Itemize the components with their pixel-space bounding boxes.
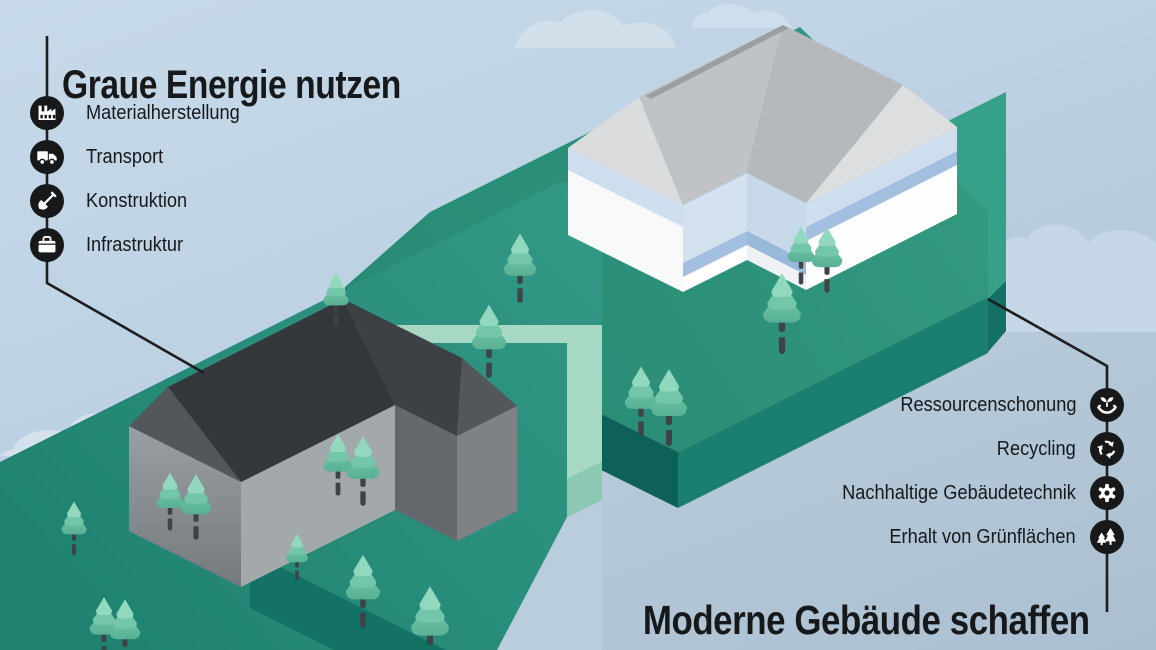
- item-label: Nachhaltige Gebäudetechnik: [842, 481, 1076, 504]
- old-building-roof-front-right: [343, 299, 462, 436]
- modern-roof-front-right: [747, 25, 903, 203]
- upper-terrace-side: [988, 281, 1006, 352]
- pine-trees-icon: [1090, 520, 1124, 554]
- item-label: Materialherstellung: [86, 101, 240, 124]
- modern-glass-courtyard-back: [747, 173, 806, 261]
- hands-plant-icon: [1090, 388, 1124, 422]
- modern-band-end-right: [806, 151, 957, 241]
- modern-band-courtyard-back: [747, 231, 806, 275]
- list-item-recycling: Recycling: [989, 432, 1124, 466]
- modern-terrace-side-front: [678, 297, 988, 508]
- modern-roof-ridge-cap: [645, 25, 789, 99]
- item-label: Konstruktion: [86, 189, 188, 212]
- recycling-icon: [1090, 432, 1124, 466]
- cloud-top-right: [692, 3, 792, 29]
- item-label: Erhalt von Grünflächen: [889, 525, 1076, 548]
- old-building: [129, 299, 517, 587]
- modern-buildings-title: Moderne Gebäude schaffen: [643, 597, 1090, 644]
- modern-roof-front-left: [639, 25, 783, 205]
- list-item-transport: Transport: [30, 140, 171, 174]
- old-building-wall-end-right: [457, 406, 517, 541]
- list-item-materialherstellung: Materialherstellung: [30, 96, 255, 130]
- cloud-top-center: [514, 10, 676, 49]
- item-label: Infrastruktur: [86, 233, 184, 256]
- list-item-ressourcenschonung: Ressourcenschonung: [883, 388, 1124, 422]
- old-terrace-step: [250, 552, 446, 650]
- modern-roof-hip-left: [568, 97, 683, 205]
- item-label: Recycling: [997, 437, 1076, 460]
- old-building-roof-front-left: [168, 299, 395, 482]
- factory-icon: [30, 96, 64, 130]
- briefcase-icon: [30, 228, 64, 262]
- shovel-icon: [30, 184, 64, 218]
- list-item-konstruktion: Konstruktion: [30, 184, 197, 218]
- cloud-right: [976, 224, 1156, 332]
- modern-glass-courtyard-left: [683, 173, 747, 263]
- modern-band-courtyard-left: [683, 231, 747, 277]
- item-label: Transport: [86, 145, 164, 168]
- modern-glass-end-right: [806, 127, 957, 227]
- item-label: Ressourcenschonung: [899, 393, 1076, 416]
- gear-icon: [1090, 476, 1124, 510]
- terrace-gap: [497, 500, 602, 650]
- list-item-infrastruktur: Infrastruktur: [30, 228, 193, 262]
- grey-energy-title: Graue Energie nutzen: [62, 62, 401, 107]
- modern-building: [568, 25, 957, 292]
- old-building-roof-hip-left: [129, 387, 241, 482]
- modern-glass-end-left: [568, 148, 683, 227]
- list-item-gruenflaechen: Erhalt von Grünflächen: [871, 520, 1124, 554]
- old-building-roof-hip-right: [457, 358, 517, 436]
- modern-roof-hip-right: [806, 85, 957, 203]
- list-item-gebaeudetechnik: Nachhaltige Gebäudetechnik: [819, 476, 1124, 510]
- old-building-wall-courtyard-back: [395, 405, 457, 541]
- truck-icon: [30, 140, 64, 174]
